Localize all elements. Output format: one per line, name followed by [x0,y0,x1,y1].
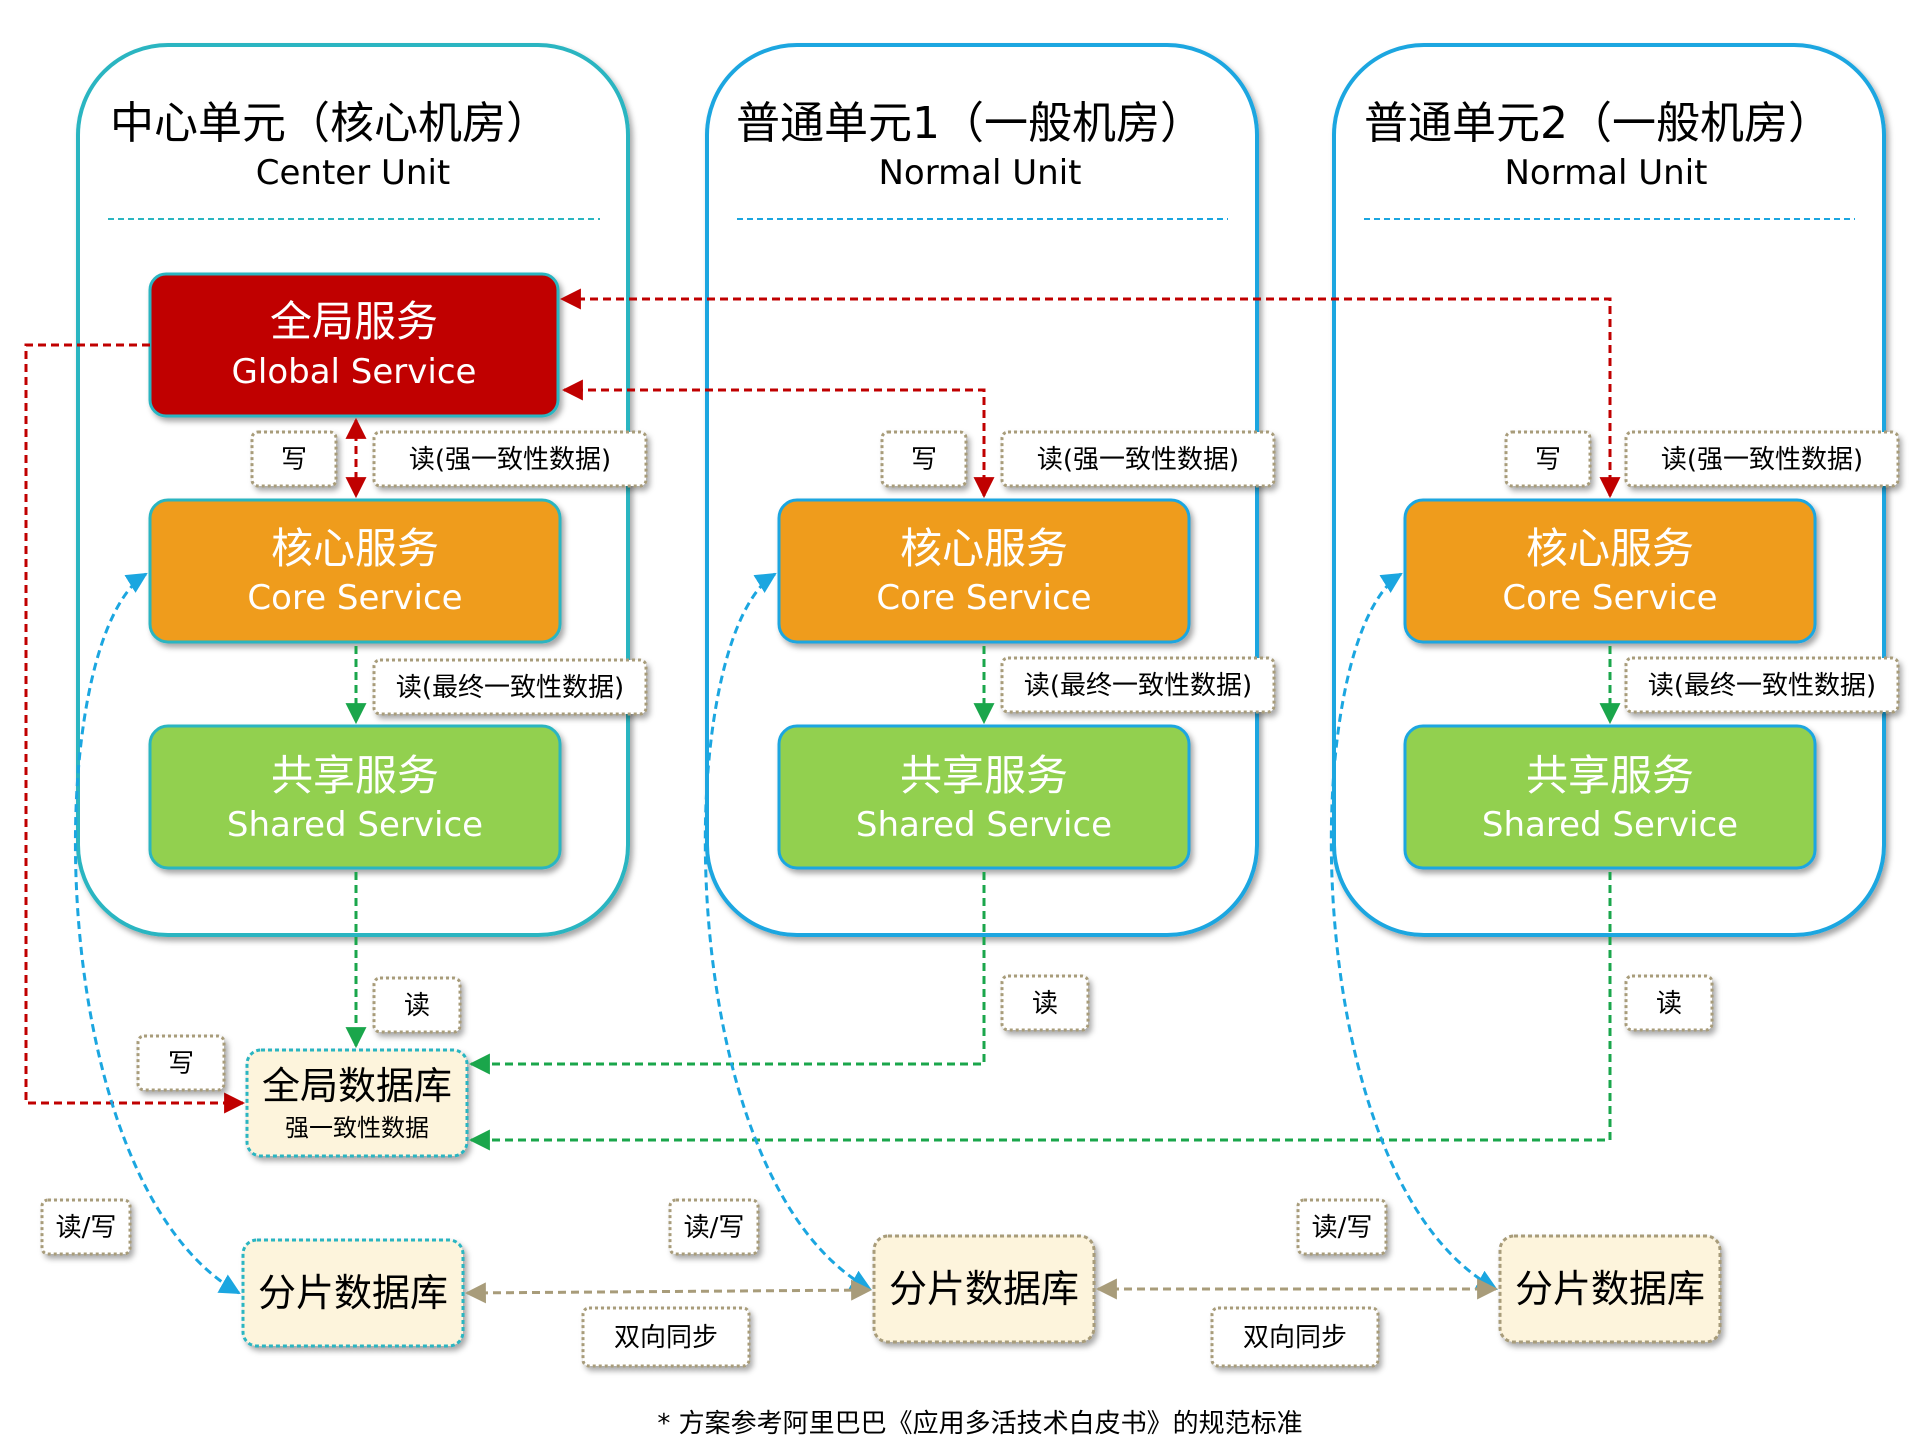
svg-text:写: 写 [911,445,937,475]
sync-arrows [464,1278,1499,1304]
svg-text:读: 读 [1656,989,1682,1019]
label-read-write-normal-1: 读/写 [668,1198,760,1256]
svg-text:双向同步: 双向同步 [1243,1323,1347,1353]
global-database-title: 全局数据库 [262,1064,452,1108]
label-write-global-db: 写 [136,1034,226,1092]
shard-database-box-normal-1: 分片数据库 [872,1234,1096,1344]
label-read-eventual-center: 读(最终一致性数据) [372,658,648,716]
footnote: * 方案参考阿里巴巴《应用多活技术白皮书》的规范标准 [657,1409,1302,1439]
shard-database-title: 分片数据库 [258,1271,448,1315]
sync-arrow-center-normal-1 [464,1279,873,1304]
label-read-eventual-normal-2: 读(最终一致性数据) [1624,656,1900,714]
shared-service-title: 共享服务 [900,751,1068,800]
svg-text:读(强一致性数据): 读(强一致性数据) [409,445,611,475]
global-service-subtitle: Global Service [232,352,477,392]
label-write-center: 写 [250,430,338,488]
shared-service-box-center: 共享服务 Shared Service [148,724,562,870]
labels: 写 读(强一致性数据) 读(最终一致性数据) 读 写 读/写 写 [40,430,1900,1368]
core-service-subtitle: Core Service [1502,578,1717,618]
unit-center-title: 中心单元（核心机房） [110,98,550,149]
unit-normal-1-title: 普通单元1（一般机房） [736,98,1204,149]
normal-1-shared-db-arrow [468,872,986,1075]
svg-text:写: 写 [168,1049,194,1079]
shard-database-box-center: 分片数据库 [241,1238,465,1348]
svg-text:写: 写 [281,445,307,475]
core-service-box-center: 核心服务 Core Service [148,498,562,644]
global-database-subtitle: 强一致性数据 [285,1114,429,1142]
unit-normal-2-title: 普通单元2（一般机房） [1364,98,1832,149]
normal-1-core-shard-arrow [703,572,872,1291]
global-service-title: 全局服务 [270,297,438,346]
unit-normal-2-subtitle: Normal Unit [1504,153,1707,193]
svg-text:读(强一致性数据): 读(强一致性数据) [1661,445,1863,475]
svg-text:双向同步: 双向同步 [614,1323,718,1353]
core-service-box-normal-2: 核心服务 Core Service [1403,498,1817,644]
shared-service-subtitle: Shared Service [1482,805,1738,845]
shared-service-title: 共享服务 [271,751,439,800]
svg-text:读(最终一致性数据): 读(最终一致性数据) [1648,671,1876,701]
normal-2-core-global-arrow [559,288,1621,499]
global-service-box: 全局服务 Global Service [148,272,560,418]
shared-service-box-normal-2: 共享服务 Shared Service [1403,724,1817,870]
svg-text:读(最终一致性数据): 读(最终一致性数据) [1024,671,1252,701]
shared-service-subtitle: Shared Service [856,805,1112,845]
shared-service-title: 共享服务 [1526,751,1694,800]
core-service-title: 核心服务 [1526,524,1694,573]
shard-database-title: 分片数据库 [889,1267,1079,1311]
label-read-strong-normal-2: 读(强一致性数据) [1624,430,1900,488]
global-database-box: 全局数据库 强一致性数据 [245,1048,469,1158]
label-read-normal-2: 读 [1624,974,1714,1032]
label-write-normal-2: 写 [1504,430,1592,488]
label-read-write-normal-2: 读/写 [1296,1198,1388,1256]
core-service-title: 核心服务 [900,524,1068,573]
unit-normal-1-subtitle: Normal Unit [878,153,1081,193]
label-read-center: 读 [372,976,462,1034]
shard-database-box-normal-2: 分片数据库 [1498,1234,1722,1344]
svg-text:读/写: 读/写 [684,1213,745,1243]
svg-text:写: 写 [1535,445,1561,475]
core-service-box-normal-1: 核心服务 Core Service [777,498,1191,644]
svg-text:读: 读 [404,991,430,1021]
core-service-title: 核心服务 [271,524,439,573]
svg-text:读: 读 [1032,989,1058,1019]
label-read-strong-normal-1: 读(强一致性数据) [1000,430,1276,488]
shard-database-title: 分片数据库 [1515,1267,1705,1311]
label-read-write-center: 读/写 [40,1198,132,1256]
shared-service-subtitle: Shared Service [227,805,483,845]
svg-text:读/写: 读/写 [1312,1213,1373,1243]
core-service-subtitle: Core Service [876,578,1091,618]
center-core-shard-arrow [73,572,241,1295]
core-service-subtitle: Core Service [247,578,462,618]
label-read-normal-1: 读 [1000,974,1090,1032]
unit-center-subtitle: Center Unit [256,153,450,193]
svg-text:读(最终一致性数据): 读(最终一致性数据) [396,673,624,703]
label-write-normal-1: 写 [880,430,968,488]
label-sync-1: 双向同步 [581,1306,751,1368]
label-read-strong-center: 读(强一致性数据) [372,430,648,488]
shared-service-box-normal-1: 共享服务 Shared Service [777,724,1191,870]
svg-text:读/写: 读/写 [56,1213,117,1243]
label-sync-2: 双向同步 [1210,1306,1380,1368]
shard-read-write-arrows [73,572,1498,1295]
label-read-eventual-normal-1: 读(最终一致性数据) [1000,656,1276,714]
svg-text:读(强一致性数据): 读(强一致性数据) [1037,445,1239,475]
normal-2-core-shard-arrow [1329,572,1498,1291]
